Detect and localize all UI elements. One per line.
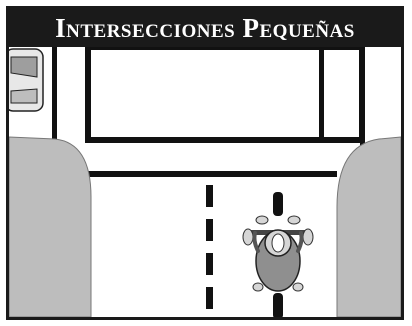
motorcycle-icon [242, 192, 314, 317]
lane-center-dashes [206, 185, 213, 309]
stop-line [87, 171, 337, 177]
corner-curb-left [9, 136, 92, 317]
diagram-title: Intersecciones Pequeñas [55, 12, 355, 43]
intersection-scene [9, 47, 401, 317]
corner-curb-right [336, 136, 401, 317]
road-edge-right-outer [360, 47, 365, 147]
parked-car [9, 48, 44, 112]
road-edge-left-outer [52, 47, 57, 147]
diagram-frame: Intersecciones Pequeñas [6, 6, 404, 320]
road-edge-right-inner [319, 47, 324, 137]
title-bar: Intersecciones Pequeñas [9, 9, 401, 47]
intersection-diagram [9, 47, 401, 317]
